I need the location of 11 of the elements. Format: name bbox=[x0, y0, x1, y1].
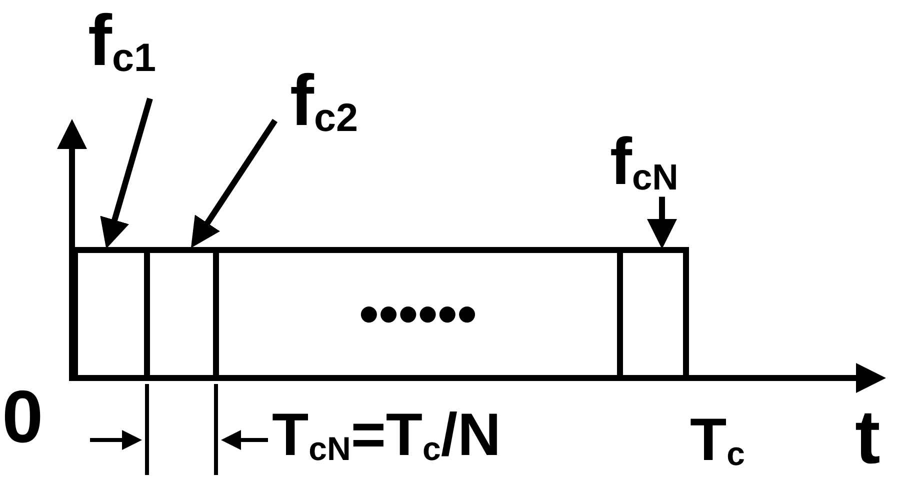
frequency-label: f$_{c1}$ bbox=[88, 5, 156, 79]
period-label: T$_{c}$ bbox=[690, 410, 746, 470]
chip-duration-label: T$_{cN}$=T$_{c}$/N bbox=[272, 405, 501, 465]
frequency-label: f$_{cN}$ bbox=[610, 128, 678, 196]
ellipsis-dots: •••••• bbox=[359, 286, 477, 342]
leader-arrow bbox=[100, 98, 153, 249]
time-axis-label: t bbox=[855, 400, 880, 476]
origin-label: 0 bbox=[2, 380, 44, 454]
leader-arrow bbox=[190, 118, 278, 248]
leader-arrow bbox=[647, 196, 677, 249]
frequency-label: f$_{c2}$ bbox=[290, 65, 358, 139]
